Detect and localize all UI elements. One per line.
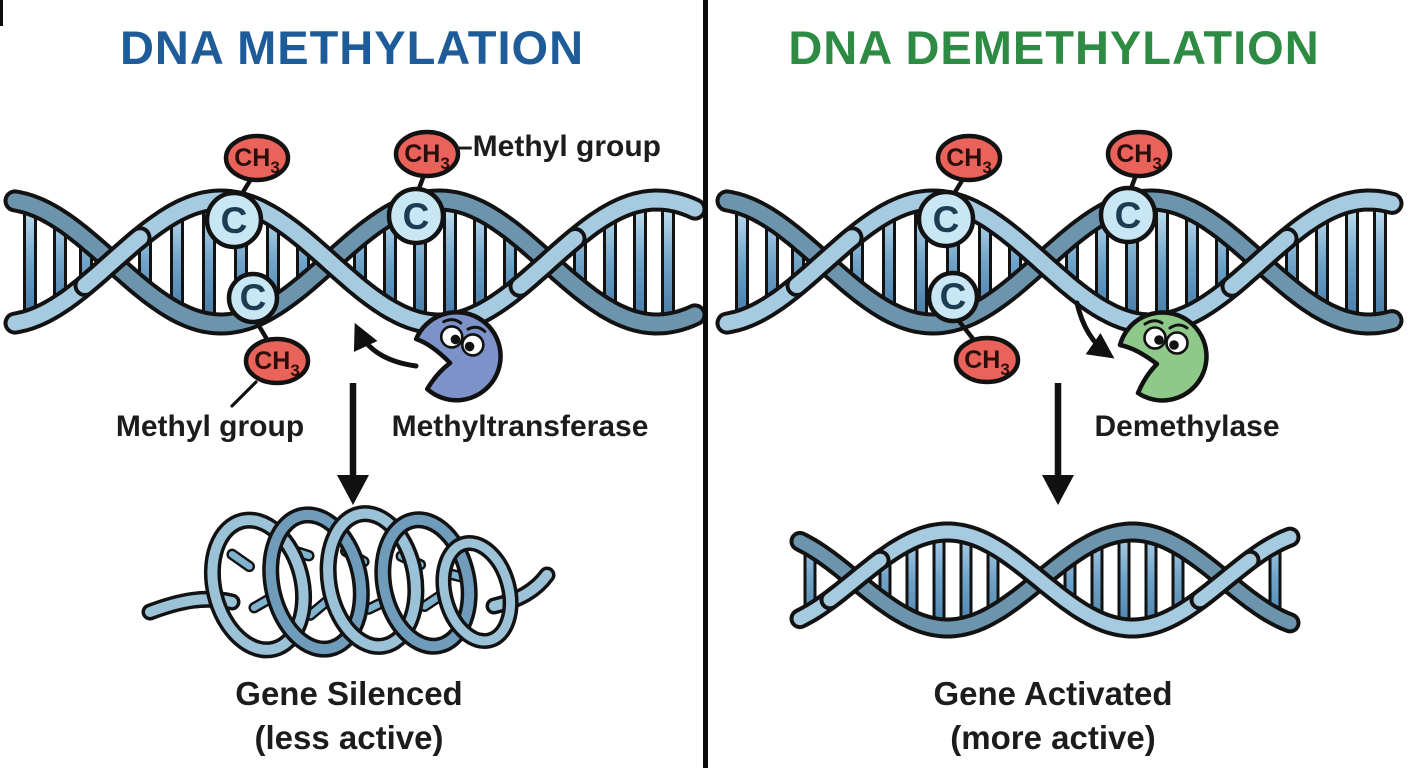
- methyl-badge: CH3: [223, 133, 291, 183]
- dna-helix-demethylated: [715, 188, 1404, 336]
- svg-text:C: C: [221, 200, 248, 241]
- cytosine-badge: C: [386, 186, 446, 246]
- cytosine-bases: C C C C C C: [204, 185, 1158, 325]
- svg-text:C: C: [1115, 195, 1142, 236]
- svg-text:CH3: CH3: [1116, 140, 1162, 173]
- methyl-group-bottom-label: Methyl group: [115, 410, 305, 443]
- gene-activated-line2: (more active): [950, 719, 1156, 756]
- left-panel-title: DNA METHYLATION: [119, 21, 585, 74]
- dna-helix-methylated: [3, 188, 707, 336]
- cytosine-badge: C: [226, 271, 280, 325]
- methyl-badge: CH3: [953, 335, 1021, 385]
- svg-text:CH3: CH3: [946, 144, 992, 177]
- cytosine-badge: C: [204, 190, 264, 250]
- demethylase-label: Demethylase: [1094, 410, 1280, 443]
- left-edge-mark: [0, 0, 3, 26]
- methylation-action-arrow: [353, 322, 419, 369]
- gene-silenced-line1: Gene Silenced: [235, 675, 463, 712]
- methyl-badge: CH3: [935, 133, 1003, 183]
- svg-text:C: C: [240, 277, 267, 318]
- methyl-badges: CH3 CH3 CH3 CH3 CH3 CH3: [223, 129, 1173, 386]
- svg-text:C: C: [933, 199, 960, 240]
- gene-silenced-line2: (less active): [254, 719, 444, 756]
- methyl-badge: CH3: [243, 336, 311, 386]
- svg-text:CH3: CH3: [254, 347, 300, 380]
- svg-text:C: C: [940, 276, 967, 317]
- methyl-group-top-label: –Methyl group: [456, 130, 662, 163]
- svg-text:CH3: CH3: [964, 346, 1010, 379]
- demethylation-action-arrow: [1074, 300, 1115, 359]
- svg-text:CH3: CH3: [404, 140, 450, 173]
- gene-activated-caption: Gene Activated (more active): [853, 672, 1253, 760]
- condensed-dna-coil: [141, 505, 556, 659]
- methyl-badge: CH3: [393, 129, 461, 179]
- svg-text:CH3: CH3: [234, 144, 280, 177]
- cytosine-badge: C: [1098, 185, 1158, 245]
- methyltransferase-label: Methyltransferase: [391, 410, 649, 443]
- demethylase-enzyme: [1120, 312, 1206, 400]
- cytosine-badge: C: [926, 270, 980, 324]
- result-arrow-left: [337, 383, 369, 505]
- panel-divider: [703, 0, 708, 768]
- methyl-badge: CH3: [1105, 129, 1173, 179]
- right-panel-title: DNA DEMETHYLATION: [788, 21, 1320, 74]
- cytosine-badge: C: [916, 189, 976, 249]
- relaxed-open-dna: [789, 521, 1301, 639]
- result-arrow-right: [1042, 383, 1074, 505]
- gene-activated-line1: Gene Activated: [933, 675, 1173, 712]
- gene-silenced-caption: Gene Silenced (less active): [149, 672, 549, 760]
- svg-text:C: C: [403, 196, 430, 237]
